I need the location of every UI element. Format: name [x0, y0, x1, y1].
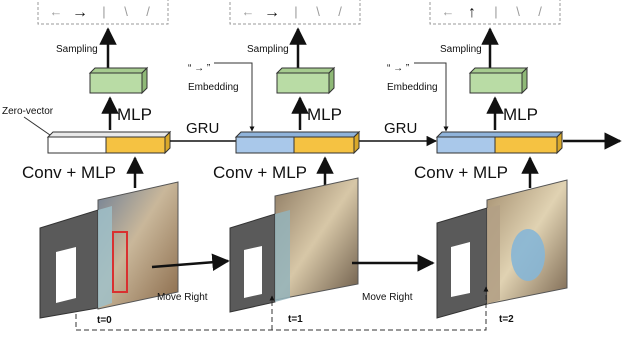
- transition-1: GRU Move Right: [352, 120, 438, 303]
- move-label: Move Right: [157, 292, 208, 303]
- conv-mlp-label: Conv + MLP: [22, 163, 116, 182]
- step-1: ← → | \ / Sampling MLP “ → ” Embedding C…: [188, 0, 361, 325]
- embedding-glyph: “ → ”: [188, 63, 210, 74]
- mlp-label: MLP: [307, 105, 342, 124]
- mlp-block-2: [468, 66, 529, 95]
- move-arrow: [151, 253, 230, 271]
- step-2: ← ↑ | \ / Sampling MLP “ → ” Embedding C…: [387, 0, 622, 325]
- time-label: t=2: [499, 314, 514, 325]
- zero-vector-pointer: [23, 116, 51, 136]
- action-glyph: \: [516, 4, 520, 19]
- mlp-label: MLP: [117, 105, 152, 124]
- observation-frame-1: [229, 177, 359, 313]
- action-box-2: ← ↑ | \ /: [429, 0, 561, 25]
- observation-frame-0: [39, 181, 179, 319]
- hidden-state-bar-2: [435, 130, 564, 155]
- action-glyph: ←: [442, 4, 455, 19]
- embedding-glyph: “ → ”: [387, 63, 409, 74]
- hidden-segment: [436, 136, 496, 154]
- sampling-label: Sampling: [440, 44, 482, 55]
- embedding-label: Embedding: [387, 82, 438, 93]
- time-label: t=1: [288, 314, 303, 325]
- action-glyph: /: [338, 4, 342, 19]
- step-0: ← → | \ / Sampling MLP Zero-vector Conv …: [2, 0, 179, 326]
- feature-segment: [494, 136, 558, 154]
- action-glyph-selected: →: [264, 4, 280, 21]
- action-glyph-selected: →: [72, 4, 88, 21]
- hidden-state-bar-0: [46, 130, 172, 155]
- sampling-label: Sampling: [247, 44, 289, 55]
- action-glyph: |: [494, 4, 497, 19]
- conv-mlp-label: Conv + MLP: [213, 163, 307, 182]
- action-glyph: \: [316, 4, 320, 19]
- action-box-0: ← → | \ /: [37, 0, 169, 25]
- action-glyph: /: [146, 4, 150, 19]
- hidden-state-bar-1: [234, 130, 361, 155]
- action-box-1: ← → | \ /: [229, 0, 361, 25]
- embedding-arrow: [214, 62, 255, 132]
- action-glyph: \: [124, 4, 128, 19]
- gru-label: GRU: [384, 120, 417, 137]
- zero-vector-segment: [47, 136, 107, 154]
- action-glyph: ←: [50, 4, 63, 19]
- action-glyph: ←: [242, 4, 255, 19]
- feedback-loop: [75, 286, 489, 331]
- hidden-segment: [235, 136, 295, 154]
- mlp-block-0: [88, 66, 149, 95]
- feedback-line: [75, 286, 489, 331]
- feature-segment: [105, 136, 166, 154]
- transition-0: GRU Move Right: [151, 120, 248, 303]
- chair-shape: [511, 229, 545, 281]
- move-label: Move Right: [362, 292, 413, 303]
- gru-label: GRU: [186, 120, 219, 137]
- action-glyph: |: [102, 4, 105, 19]
- conv-mlp-label: Conv + MLP: [414, 163, 508, 182]
- action-glyph-selected: ↑: [468, 4, 476, 21]
- sampling-label: Sampling: [56, 44, 98, 55]
- action-glyph: |: [294, 4, 297, 19]
- mlp-block-1: [275, 66, 336, 95]
- action-glyph: /: [538, 4, 542, 19]
- time-label: t=0: [97, 315, 112, 326]
- target-highlight: [112, 231, 128, 293]
- mlp-label: MLP: [503, 105, 538, 124]
- feature-segment: [293, 136, 355, 154]
- embedding-arrow: [414, 62, 449, 132]
- embedding-label: Embedding: [188, 82, 239, 93]
- observation-frame-2: [436, 179, 568, 319]
- zero-vector-label: Zero-vector: [2, 106, 54, 117]
